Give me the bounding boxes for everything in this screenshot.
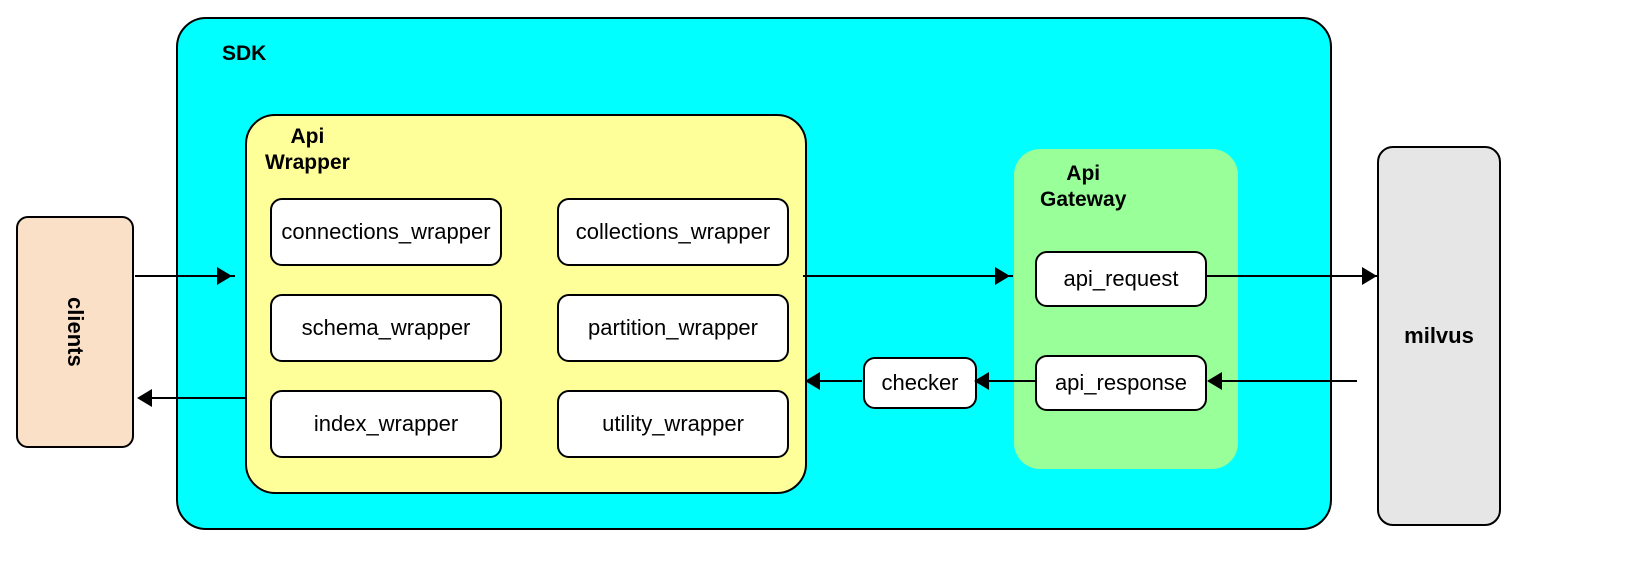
node-api-response-label: api_response <box>1054 370 1188 395</box>
node-collections-wrapper-label: collections_wrapper <box>575 219 771 244</box>
edge-sdk-to-clients-arrowhead-icon <box>137 389 152 407</box>
node-index-wrapper[interactable]: index_wrapper <box>270 390 502 458</box>
edge-clients-to-sdk-arrowhead-icon <box>217 267 232 285</box>
edge-request-to-milvus-arrowhead-icon <box>1362 267 1377 285</box>
edge-sdk-to-clients-line <box>150 397 246 399</box>
node-connections-wrapper[interactable]: connections_wrapper <box>270 198 502 266</box>
node-schema-wrapper[interactable]: schema_wrapper <box>270 294 502 362</box>
container-api-wrapper[interactable]: Api Wrapper connections_wrapper collecti… <box>245 114 807 494</box>
edge-checker-to-wrapper-line <box>808 380 862 382</box>
container-sdk-title: SDK <box>222 42 267 65</box>
node-utility-wrapper-label: utility_wrapper <box>602 411 744 436</box>
node-checker-label: checker <box>881 370 959 395</box>
edge-checker-to-wrapper-arrowhead-icon <box>805 372 820 390</box>
node-milvus-label: milvus <box>1404 323 1474 348</box>
edge-request-to-milvus-line <box>1205 275 1379 277</box>
node-index-wrapper-label: index_wrapper <box>313 411 459 436</box>
container-api-gateway-title: Api Gateway <box>1040 162 1127 211</box>
edge-response-to-checker-line <box>977 380 1035 382</box>
node-api-request-label: api_request <box>1063 266 1179 291</box>
node-checker[interactable]: checker <box>863 357 977 409</box>
edge-wrapper-to-gateway-line <box>803 275 1013 277</box>
node-collections-wrapper[interactable]: collections_wrapper <box>557 198 789 266</box>
node-partition-wrapper[interactable]: partition_wrapper <box>557 294 789 362</box>
edge-clients-to-sdk-line <box>135 275 235 277</box>
edge-response-to-checker-arrowhead-icon <box>974 372 989 390</box>
node-api-response[interactable]: api_response <box>1035 355 1207 411</box>
node-utility-wrapper[interactable]: utility_wrapper <box>557 390 789 458</box>
node-clients[interactable]: clients <box>16 216 134 448</box>
node-clients-label: clients <box>63 297 88 367</box>
edge-wrapper-to-gateway-arrowhead-icon <box>995 267 1010 285</box>
node-partition-wrapper-label: partition_wrapper <box>588 315 758 340</box>
edge-milvus-to-response-line <box>1215 380 1357 382</box>
node-milvus[interactable]: milvus <box>1377 146 1501 526</box>
edge-milvus-to-response-arrowhead-icon <box>1207 372 1222 390</box>
node-schema-wrapper-label: schema_wrapper <box>301 315 471 340</box>
container-api-wrapper-title: Api Wrapper <box>265 125 350 174</box>
node-api-request[interactable]: api_request <box>1035 251 1207 307</box>
container-api-gateway[interactable]: Api Gateway api_request api_response <box>1014 149 1238 469</box>
container-sdk[interactable]: SDK Api Wrapper connections_wrapper coll… <box>176 17 1332 530</box>
node-connections-wrapper-label: connections_wrapper <box>281 219 491 244</box>
